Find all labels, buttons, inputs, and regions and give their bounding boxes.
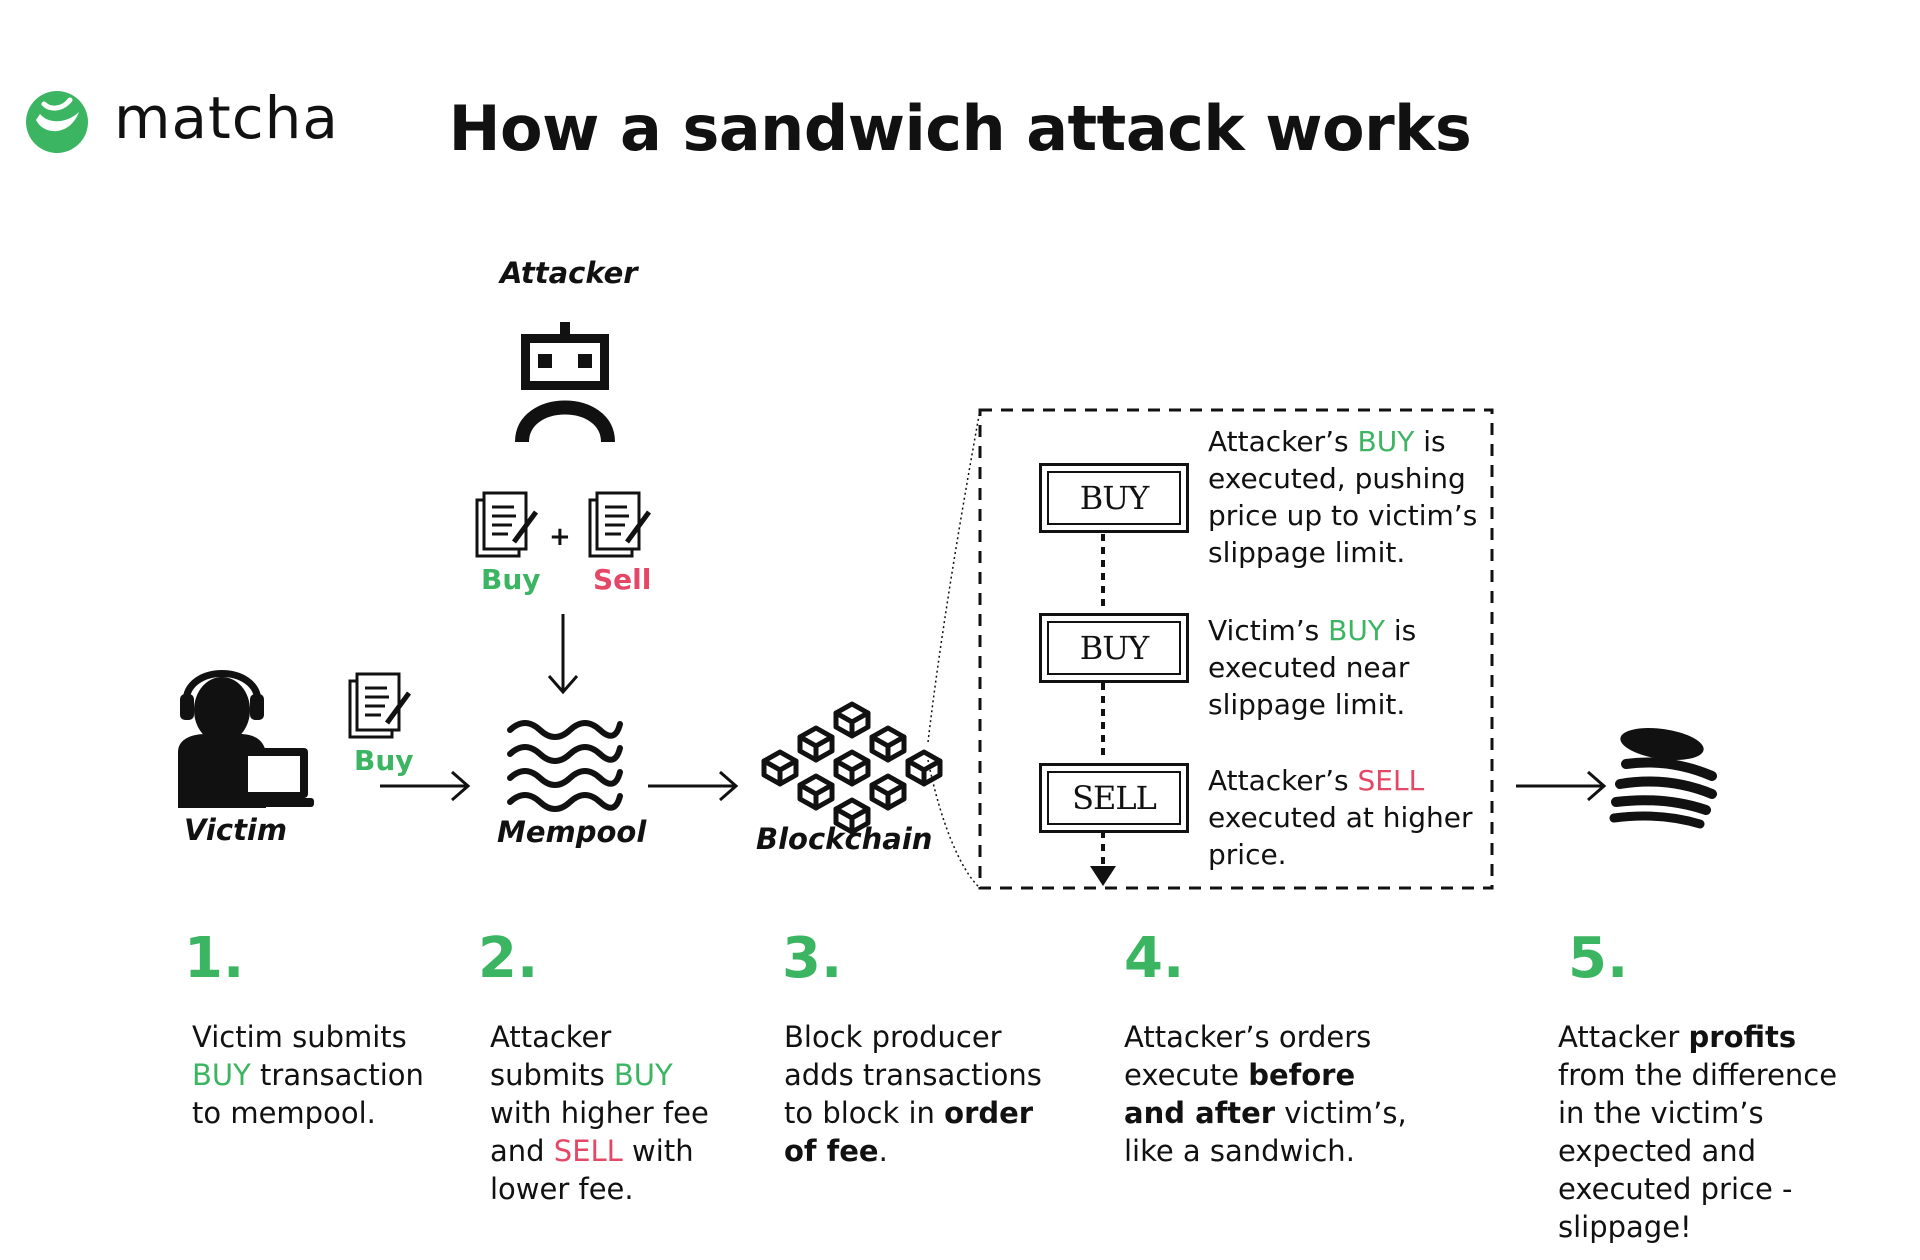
cube-face <box>885 734 907 763</box>
block-item-label: BUY <box>1039 613 1189 683</box>
block-item-description: Attacker’s SELL executed at higher price… <box>1208 764 1473 871</box>
step-number: 3. <box>782 926 843 991</box>
matcha-logo-icon <box>26 91 88 153</box>
block-item-description: Attacker’s BUY is executed, pushing pric… <box>1208 425 1478 569</box>
attacker-sell-document-icon <box>588 491 652 558</box>
arrow-right-icon <box>1516 770 1607 802</box>
robot-icon <box>515 322 615 443</box>
block-item-label: SELL <box>1039 763 1189 833</box>
arrow-down-icon <box>1090 866 1116 886</box>
cube-face <box>921 758 943 787</box>
step-description: Victim submits BUY transaction to mempoo… <box>192 1020 424 1130</box>
step-description: Block producer adds transactions to bloc… <box>784 1020 1042 1168</box>
cube-face <box>777 758 799 787</box>
cube-face <box>885 782 907 811</box>
plus-sign: + <box>549 522 571 552</box>
arrow-right-icon <box>380 770 471 802</box>
cube-face <box>849 758 871 787</box>
cube-face <box>849 806 871 835</box>
step-description: Attacker’s orders execute before and aft… <box>1124 1020 1407 1168</box>
step-number: 1. <box>184 926 245 991</box>
block-item-label: BUY <box>1039 463 1189 533</box>
step-number: 5. <box>1568 926 1629 991</box>
mempool-waves-icon <box>507 720 623 812</box>
step-description: Attacker profits from the difference in … <box>1558 1020 1838 1244</box>
cube-face <box>849 710 871 739</box>
victim-label: Victim <box>184 813 288 847</box>
cube-face <box>813 734 835 763</box>
attacker-label: Attacker <box>500 256 638 290</box>
blockchain-cubes-icon <box>761 701 943 835</box>
page-title: How a sandwich attack works <box>448 92 1472 165</box>
victim-buy-document-icon <box>348 672 412 739</box>
block-item-text: SELL <box>1047 771 1181 825</box>
step-number: 4. <box>1124 926 1185 991</box>
block-item-description: Victim’s BUY is executed near slippage l… <box>1208 614 1417 721</box>
arrow-right-icon <box>648 770 739 802</box>
attacker-buy-label: Buy <box>481 563 541 596</box>
step-description: Attacker submits BUY with higher fee and… <box>490 1020 709 1206</box>
laptop-icon <box>228 748 314 807</box>
mempool-label: Mempool <box>497 815 647 849</box>
step-number: 2. <box>478 926 539 991</box>
cube-face <box>813 782 835 811</box>
brand-name: matcha <box>114 84 339 152</box>
coins-stack-icon <box>1609 728 1717 829</box>
blockchain-label: Blockchain <box>756 822 933 856</box>
block-box <box>978 408 1494 890</box>
block-item-text: BUY <box>1047 471 1181 525</box>
attacker-sell-label: Sell <box>593 563 652 596</box>
zoom-lines <box>927 409 981 889</box>
arrow-down-icon <box>547 614 579 695</box>
attacker-buy-document-icon <box>475 491 539 558</box>
victim-buy-label: Buy <box>354 744 414 777</box>
block-item-text: BUY <box>1047 621 1181 675</box>
